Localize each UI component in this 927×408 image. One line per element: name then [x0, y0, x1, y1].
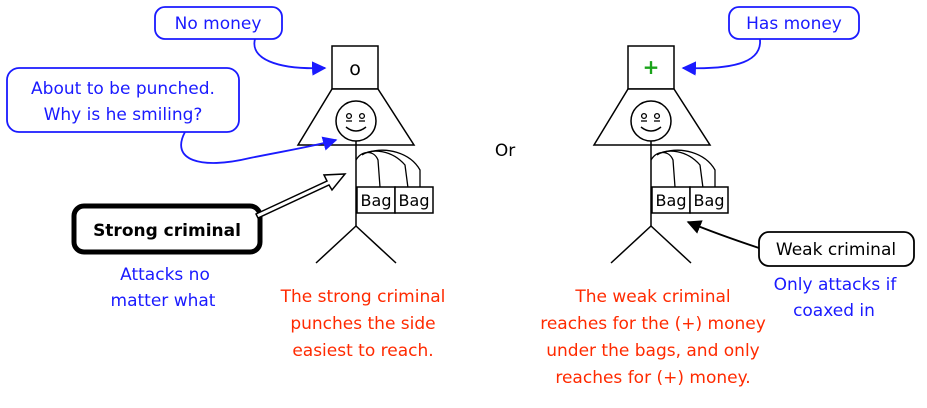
right-caption-line2: reaches for the (+) money: [540, 314, 766, 334]
left-caption-line3: easiest to reach.: [292, 341, 433, 361]
arrow-punched: [180, 131, 338, 164]
left-arm-2: [361, 150, 409, 189]
right-figure: + Bag Bag: [592, 45, 729, 264]
left-arm-1: [355, 151, 381, 188]
callout-has-money: [728, 6, 860, 40]
weak-criminal-desc-line1: Only attacks if: [774, 275, 898, 295]
left-bag-2-label: Bag: [399, 191, 430, 210]
arrow-weak-criminal: [686, 220, 760, 249]
left-eye-right: [358, 112, 366, 120]
strong-criminal-desc-line2: matter what: [111, 291, 216, 311]
callout-punched-line2: Why is he smiling?: [44, 105, 203, 125]
right-eye-right: [653, 112, 661, 120]
right-bag-1-label: Bag: [656, 191, 687, 210]
left-arm-3: [369, 149, 421, 188]
left-bag-2: [394, 186, 434, 214]
callout-has-money-text: Has money: [746, 14, 842, 34]
right-eye-left: [640, 112, 648, 120]
right-bag-2: [689, 186, 729, 214]
left-eye-left: [345, 112, 353, 120]
callout-no-money-text: No money: [175, 14, 262, 34]
left-smile: [345, 126, 367, 132]
right-arm-1: [650, 151, 676, 188]
arrow-no-money: [253, 38, 327, 76]
right-smile: [640, 126, 662, 132]
right-leg-left: [610, 225, 652, 264]
left-bag-1-label: Bag: [361, 191, 392, 210]
weak-criminal-label: Weak criminal: [776, 240, 896, 260]
right-caption-line3: under the bags, and only: [546, 341, 760, 361]
left-money-symbol: o: [349, 58, 361, 80]
strong-criminal-box: [71, 203, 263, 255]
right-caption-line1: The weak criminal: [574, 287, 730, 307]
strong-criminal-desc-line1: Attacks no: [120, 265, 210, 285]
strong-attack-arrow: [254, 173, 347, 219]
right-money-symbol: +: [643, 55, 660, 79]
left-caption-line2: punches the side: [290, 314, 435, 334]
weak-criminal-desc-line2: coaxed in: [793, 301, 875, 321]
left-money-box: [331, 45, 379, 90]
right-leg-right: [650, 225, 692, 264]
strong-criminal-label: Strong criminal: [93, 221, 241, 241]
right-money-box: [627, 45, 675, 90]
left-head: [335, 100, 377, 142]
right-caption-line4: reaches for (+) money.: [555, 368, 750, 388]
left-leg-right: [355, 225, 397, 264]
left-leg-left: [315, 225, 357, 264]
right-arm-3: [664, 149, 716, 188]
or-label: Or: [495, 141, 515, 161]
arrow-has-money: [681, 38, 761, 76]
right-arm-2: [656, 150, 704, 189]
callout-punched: [6, 67, 240, 133]
left-figure: o Bag Bag: [296, 45, 434, 264]
right-head: [630, 100, 672, 142]
weak-criminal-box: [758, 231, 915, 267]
left-caption-line1: The strong criminal: [280, 287, 446, 307]
callout-no-money: [154, 6, 283, 40]
right-bag-2-label: Bag: [694, 191, 725, 210]
callout-punched-line1: About to be punched.: [31, 79, 215, 99]
